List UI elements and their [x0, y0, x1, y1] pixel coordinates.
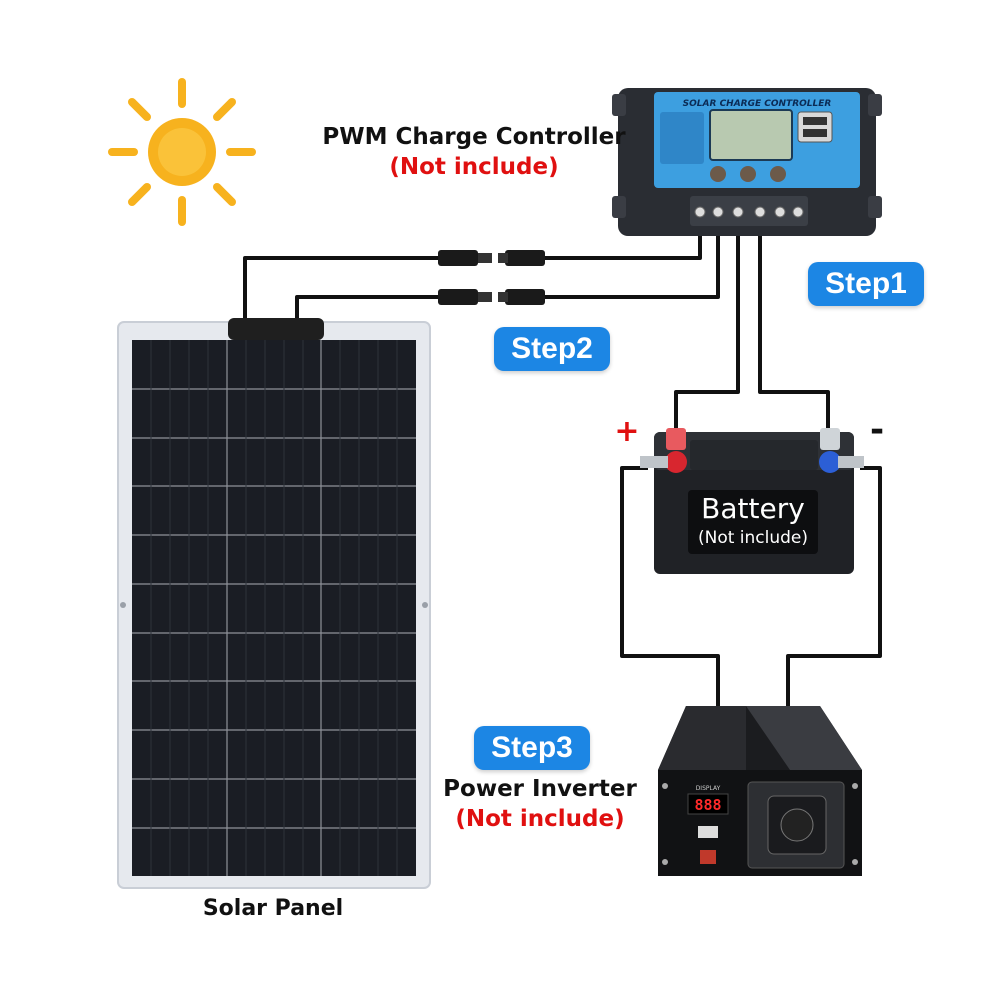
solar-panel-label: Solar Panel [202, 896, 344, 921]
power-inverter-icon: DISPLAY 888 [658, 706, 862, 876]
step1-badge: Step1 [808, 262, 924, 306]
controller-note: (Not include) [389, 154, 559, 180]
sun-icon [108, 78, 256, 226]
battery-icon [640, 428, 864, 574]
inverter-display-value: 888 [694, 796, 721, 814]
step3-badge: Step3 [474, 726, 590, 770]
step2-badge: Step2 [494, 327, 610, 371]
mc4-connector-top [438, 250, 545, 266]
inverter-note: (Not include) [455, 806, 625, 832]
charge-controller-icon: SOLAR CHARGE CONTROLLER [612, 88, 882, 236]
controller-label: PWM Charge Controller [322, 124, 626, 150]
battery-label: Battery [701, 492, 805, 525]
battery-minus-sign: - [869, 410, 885, 450]
solar-panel-icon [117, 318, 431, 889]
battery-plus-sign: + [614, 414, 640, 449]
inverter-label: Power Inverter [443, 776, 637, 802]
wires [243, 228, 882, 706]
negative-terminal [819, 428, 864, 473]
battery-note: (Not include) [697, 528, 809, 548]
inverter-display-label: DISPLAY [696, 785, 721, 792]
controller-face-text: SOLAR CHARGE CONTROLLER [683, 99, 832, 109]
positive-terminal [640, 428, 687, 473]
mc4-connector-bottom [438, 289, 545, 305]
mc4-connectors [438, 250, 545, 305]
